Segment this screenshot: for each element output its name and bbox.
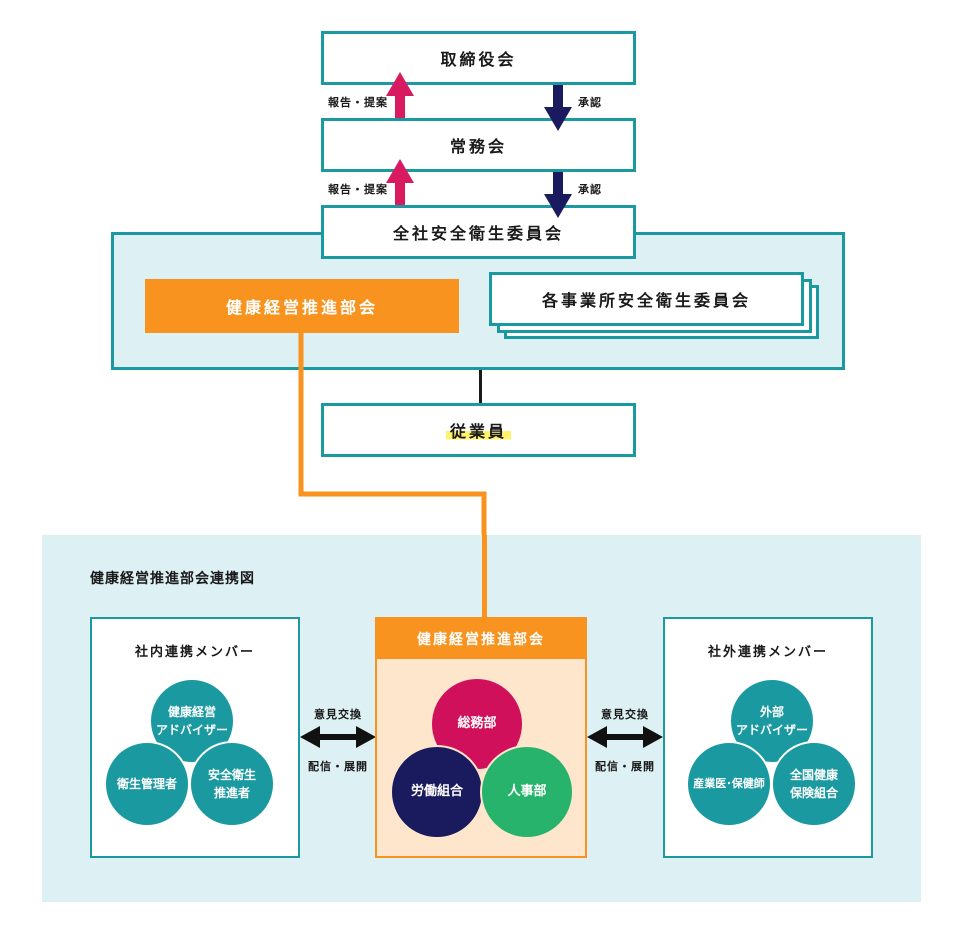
report-arrow-up-2 bbox=[386, 159, 414, 205]
left-double-arrow bbox=[300, 726, 376, 748]
committee-box: 全社安全衛生委員会 bbox=[321, 205, 636, 259]
executive-box: 常務会 bbox=[321, 118, 636, 172]
center-dept-header: 健康経営推進部会 bbox=[377, 619, 585, 659]
committee-label: 全社安全衛生委員会 bbox=[392, 224, 564, 243]
external-member-advisor-label: 外部 アドバイザー bbox=[735, 705, 808, 737]
center-member-hr: 人事部 bbox=[480, 745, 574, 839]
center-member-hr-label: 人事部 bbox=[507, 784, 547, 800]
approve-label-2: 承認 bbox=[578, 183, 602, 196]
right-exchange-bottom-label: 配信・展開 bbox=[595, 760, 655, 773]
right-double-arrow bbox=[587, 726, 663, 748]
panel-employee-connector bbox=[479, 370, 482, 404]
external-member-doctor-nurse-label: 産業医･保健師 bbox=[693, 776, 765, 790]
center-member-general-affairs-label: 総務部 bbox=[457, 716, 497, 732]
internal-member-safety-promoter: 安全衛生 推進者 bbox=[189, 741, 275, 827]
site-committee-box: 各事業所安全衛生委員会 bbox=[489, 272, 804, 326]
internal-member-safety-promoter-label: 安全衛生 推進者 bbox=[207, 768, 256, 800]
board-label: 取締役会 bbox=[440, 50, 517, 69]
external-member-health-insurance: 全国健康 保険組合 bbox=[771, 741, 857, 827]
external-members-title: 社外連携メンバー bbox=[707, 645, 828, 660]
internal-members-title: 社内連携メンバー bbox=[134, 645, 255, 660]
collab-title: 健康経営推進部会連携図 bbox=[90, 571, 255, 587]
internal-member-advisor-label: 健康経営 アドバイザー bbox=[155, 705, 228, 737]
health-dept-box: 健康経営推進部会 bbox=[145, 279, 459, 333]
left-exchange-top-label: 意見交換 bbox=[314, 708, 362, 721]
approve-arrow-down-2 bbox=[544, 172, 572, 218]
right-exchange-top-label: 意見交換 bbox=[601, 708, 649, 721]
center-member-labor-union-label: 労働組合 bbox=[410, 784, 463, 800]
report-label-1: 報告・提案 bbox=[328, 96, 388, 109]
center-dept-title: 健康経営推進部会 bbox=[417, 632, 545, 648]
internal-member-hygiene-manager-label: 衛生管理者 bbox=[116, 777, 177, 791]
employees-box: 従業員 bbox=[321, 403, 636, 457]
executive-label: 常務会 bbox=[449, 137, 507, 156]
center-member-labor-union: 労働組合 bbox=[390, 745, 484, 839]
site-committee-label: 各事業所安全衛生委員会 bbox=[541, 291, 751, 310]
health-dept-connector-tail bbox=[482, 535, 487, 617]
report-arrow-up-1 bbox=[386, 72, 414, 118]
internal-member-hygiene-manager: 衛生管理者 bbox=[104, 741, 190, 827]
approve-label-1: 承認 bbox=[578, 96, 602, 109]
report-label-2: 報告・提案 bbox=[328, 183, 388, 196]
employees-label: 従業員 bbox=[445, 418, 511, 442]
org-arrows bbox=[386, 72, 572, 218]
approve-arrow-down-1 bbox=[544, 85, 572, 131]
health-dept-label: 健康経営推進部会 bbox=[225, 298, 378, 317]
board-box: 取締役会 bbox=[321, 31, 636, 85]
external-member-health-insurance-label: 全国健康 保険組合 bbox=[789, 768, 838, 800]
left-exchange-bottom-label: 配信・展開 bbox=[308, 760, 368, 773]
external-member-doctor-nurse: 産業医･保健師 bbox=[686, 741, 772, 827]
